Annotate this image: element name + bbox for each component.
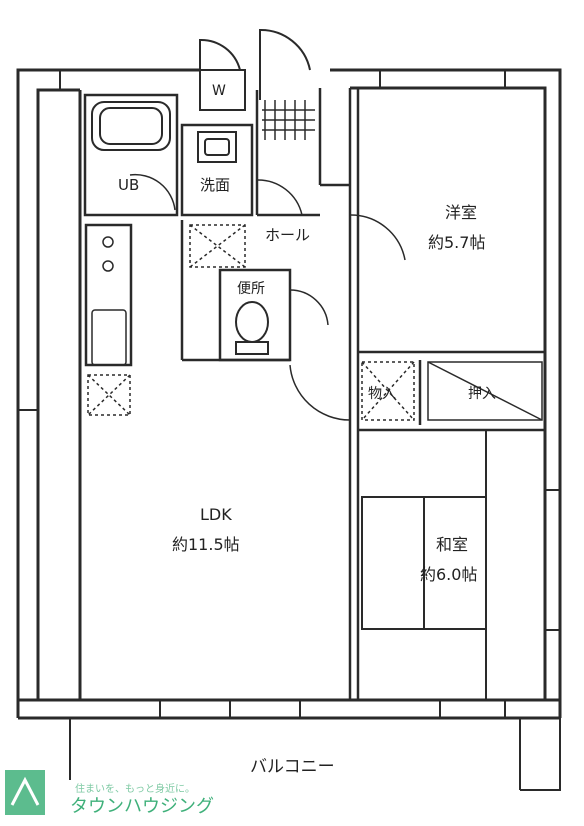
balcony — [69, 718, 561, 791]
western-room-name: 洋室 — [445, 203, 477, 222]
toilet-fixture — [235, 301, 269, 355]
japanese-room-size: 約6.0帖 — [420, 565, 477, 584]
washbasin — [197, 131, 237, 163]
brand-logo — [5, 770, 45, 815]
entry-hatching — [262, 100, 315, 140]
tatami — [361, 430, 487, 700]
interior-walls — [83, 88, 545, 700]
japanese-room-name: 和室 — [436, 535, 468, 554]
balcony-label: バルコニー — [250, 757, 335, 777]
entry-doors — [199, 28, 311, 111]
bathtub — [91, 101, 171, 151]
laundry-label: W — [212, 83, 226, 99]
door-swings — [129, 173, 406, 421]
toilet-label: 便所 — [237, 281, 265, 297]
brand-name: タウンハウジング — [70, 796, 214, 817]
fridge-space — [87, 374, 131, 416]
ldk-size: 約11.5帖 — [172, 535, 240, 554]
oshiire-label: 押入 — [468, 386, 496, 402]
western-room-size: 約5.7帖 — [428, 233, 485, 252]
ldk-name: LDK — [200, 505, 232, 524]
window-marks — [18, 70, 560, 718]
bath-label: UB — [118, 176, 139, 194]
hall-label: ホール — [265, 226, 310, 244]
closet-mark — [361, 361, 415, 421]
closet-label: 物入 — [368, 386, 396, 402]
brand-tagline: 住まいを、もっと身近に。 — [75, 782, 195, 795]
laundry-pan — [189, 224, 246, 268]
kitchen-stove — [91, 236, 127, 366]
outer-walls — [16, 68, 562, 720]
oshiire-mark — [427, 361, 543, 421]
washroom-label: 洗面 — [200, 176, 230, 194]
